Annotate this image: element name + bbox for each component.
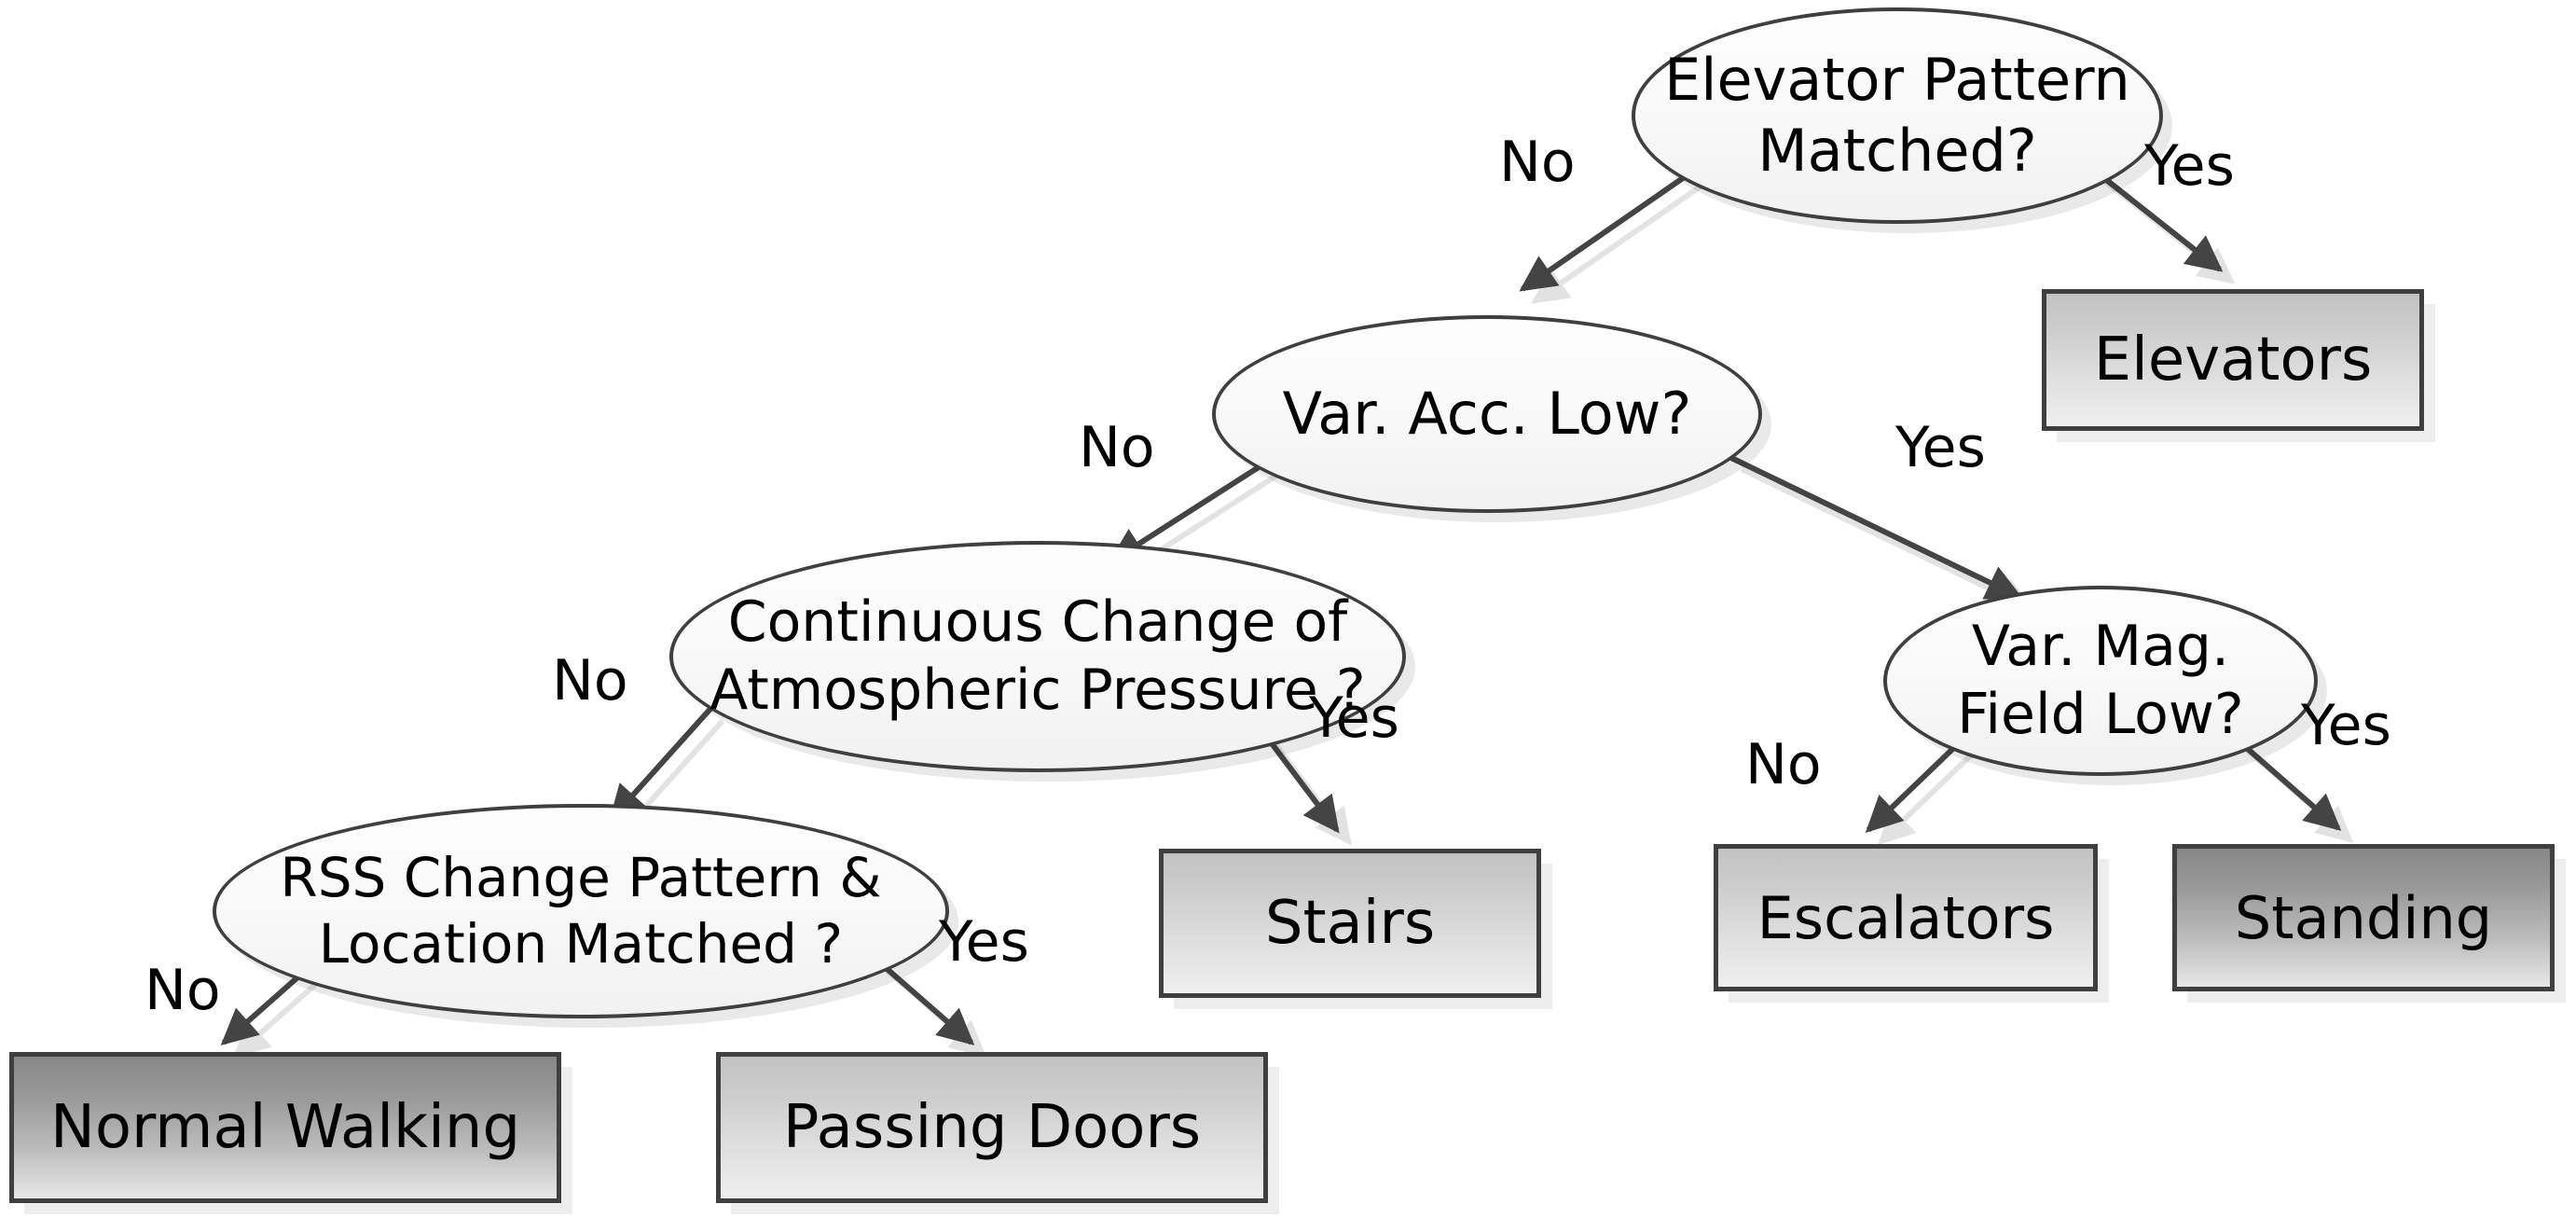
decision-node-rss-change-pattern[interactable]: RSS Change Pattern & Location Matched ? [213,804,949,1018]
terminal-node-escalators[interactable]: Escalators [1714,844,2098,991]
terminal-node-stairs[interactable]: Stairs [1159,849,1541,998]
terminal-node-elevators[interactable]: Elevators [2042,289,2424,431]
edge-label-rss-yes: Yes [939,909,1029,975]
decision-node-var-acc-low[interactable]: Var. Acc. Low? [1212,315,1762,513]
edge-pressure-no [609,706,713,823]
edge-label-elevator-no: No [1499,130,1576,195]
terminal-node-standing[interactable]: Standing [2172,844,2555,991]
edge-shadow-elevator-no [1531,179,1709,304]
edge-rss-no [220,969,306,1045]
terminal-node-normal-walking[interactable]: Normal Walking [9,1052,561,1203]
edge-shadow-mag-no [1877,746,1980,845]
edge-label-mag-yes: Yes [2301,693,2391,758]
edge-label-acc-no: No [1079,415,1155,480]
edge-mag-no [1865,734,1968,833]
edge-label-pressure-yes: Yes [1309,685,1399,751]
edge-label-mag-no: No [1745,732,1822,797]
edge-shadow-mag-yes [2244,746,2354,843]
edge-label-acc-yes: Yes [1895,415,1986,480]
edge-shadow-rss-yes [879,962,987,1058]
edge-shadow-rss-no [232,981,318,1058]
edge-label-pressure-no: No [552,648,628,713]
decision-node-var-mag-field-low[interactable]: Var. Mag. Field Low? [1883,586,2318,776]
decision-node-elevator-pattern[interactable]: Elevator Pattern Matched? [1632,7,2163,224]
edge-label-elevator-yes: Yes [2144,133,2235,199]
terminal-node-passing-doors[interactable]: Passing Doors [716,1052,1268,1203]
edge-shadow-acc-yes [1740,466,2035,612]
decision-node-continuous-pressure[interactable]: Continuous Change of Atmospheric Pressur… [669,541,1406,772]
edge-label-rss-no: No [145,958,221,1023]
